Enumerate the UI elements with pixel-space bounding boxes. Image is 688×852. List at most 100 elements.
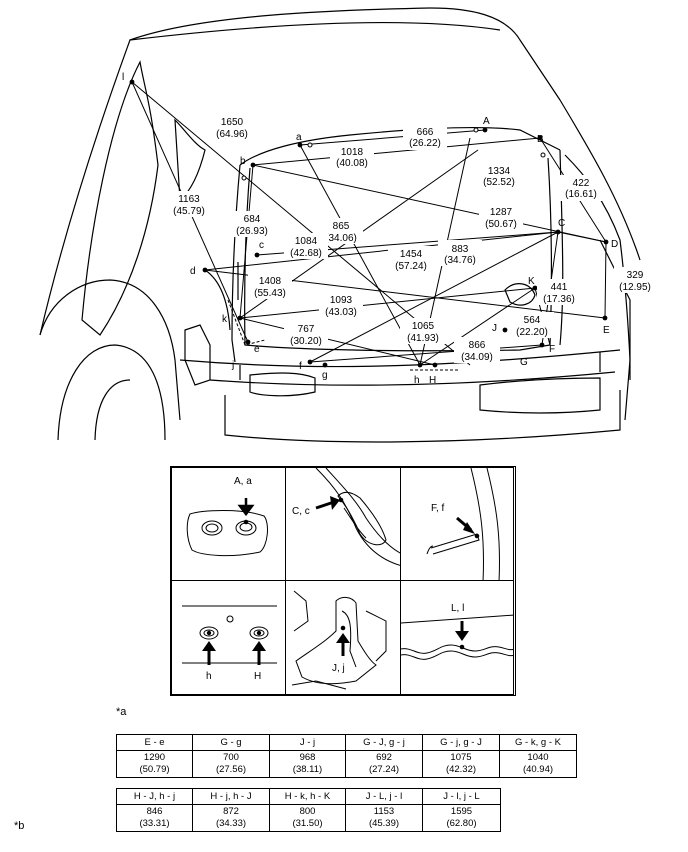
svg-text:1163: 1163 — [178, 194, 200, 205]
svg-text:(34.09): (34.09) — [461, 352, 493, 363]
hole-markers — [241, 127, 546, 181]
dimension-label: 441(17.36) — [537, 279, 581, 305]
dimension-table-1: E - e G - g J - j G - J, g - j G - j, g … — [116, 734, 577, 778]
label-F: F — [549, 344, 555, 355]
detail-panel-h: h H — [171, 580, 286, 695]
detail-panel-f: F, f — [400, 467, 514, 581]
dimension-label: 666(26.22) — [403, 124, 447, 150]
dimension-label: 564(22.20) — [510, 312, 554, 338]
table-header-row: E - e G - g J - j G - J, g - j G - j, g … — [116, 734, 577, 751]
label-J: J — [492, 323, 497, 334]
vehicle-body-outline — [39, 7, 641, 443]
label-e: e — [254, 344, 260, 355]
svg-text:(12.95): (12.95) — [619, 282, 651, 293]
label-B: B — [537, 134, 544, 145]
table-header-row: H - J, h - j H - j, h - J H - k, h - K J… — [116, 788, 501, 805]
figure-tag-b: *b — [14, 820, 25, 832]
svg-text:(64.96): (64.96) — [216, 129, 248, 140]
table-value-cell: 1595(62.80) — [422, 804, 501, 832]
dimension-label: 1084(42.68) — [284, 233, 328, 259]
table-value-row: 1290(50.79) 700(27.56) 968(38.11) 692(27… — [116, 750, 577, 778]
table-header-cell: G - J, g - j — [345, 734, 423, 751]
label-E: E — [603, 325, 610, 336]
label-G: G — [520, 357, 528, 368]
panel-label-h: h — [206, 671, 212, 682]
label-l: l — [122, 72, 124, 83]
label-g: g — [322, 370, 328, 381]
clip-hole-illustration — [186, 498, 268, 557]
svg-text:(55.43): (55.43) — [254, 288, 286, 299]
svg-text:(26.22): (26.22) — [409, 138, 441, 149]
dimension-label: 767(30.20) — [284, 321, 328, 347]
label-d: d — [190, 266, 196, 277]
table-value-cell: 1153(45.39) — [345, 804, 423, 832]
svg-text:(57.24): (57.24) — [395, 261, 427, 272]
pillar-corner-illustration — [315, 468, 400, 566]
table-header-cell: E - e — [116, 734, 193, 751]
svg-text:1287: 1287 — [490, 207, 513, 218]
label-c: c — [259, 240, 264, 251]
table-header-cell: G - j, g - J — [422, 734, 500, 751]
svg-text:564: 564 — [524, 315, 541, 326]
svg-text:(42.68): (42.68) — [290, 248, 322, 259]
dimension-label: 1650(64.96) — [211, 113, 253, 141]
table-value-cell: 1040(40.94) — [499, 750, 577, 778]
panel-label-H: H — [254, 671, 262, 682]
dimension-label: 1287(50.67) — [479, 204, 523, 230]
point-labels: A B C D E F G H J K a b c d e f g h j k … — [122, 72, 618, 386]
svg-text:1454: 1454 — [400, 249, 423, 260]
label-j: j — [231, 360, 234, 371]
table-value-cell: 968(38.11) — [269, 750, 346, 778]
svg-text:684: 684 — [244, 214, 261, 225]
table-header-cell: J - L, j - l — [345, 788, 423, 805]
dimension-label: 422(16.61) — [560, 175, 602, 201]
dimension-label: 1163(45.79) — [168, 191, 210, 217]
svg-text:(41.93): (41.93) — [407, 333, 439, 344]
dimension-labels: 1650(64.96) 666(26.22) 1018(40.08) 1334(… — [168, 113, 656, 363]
table-value-cell: 1075(42.32) — [422, 750, 500, 778]
label-f: f — [299, 361, 302, 372]
detail-views: A, a C, c F, f — [170, 466, 516, 696]
table-value-cell: 1290(50.79) — [116, 750, 193, 778]
table-header-cell: H - j, h - J — [192, 788, 270, 805]
svg-text:866: 866 — [469, 340, 486, 351]
panel-label: F, f — [431, 503, 445, 514]
table-header-cell: J - j — [269, 734, 346, 751]
table-header-cell: G - k, g - K — [499, 734, 577, 751]
svg-text:865: 865 — [333, 221, 350, 232]
hidden-lines — [227, 299, 460, 371]
detail-panel-l: L, l — [400, 580, 514, 695]
svg-text:1650: 1650 — [221, 117, 244, 128]
svg-text:(30.20): (30.20) — [290, 336, 322, 347]
panel-label: C, c — [292, 506, 310, 517]
dimension-label: 1454(57.24) — [388, 246, 434, 272]
label-C: C — [558, 218, 565, 229]
dimension-label: 1065(41.93) — [400, 318, 446, 344]
table-value-row: 846(33.31) 872(34.33) 800(31.50) 1153(45… — [116, 804, 501, 832]
svg-text:1065: 1065 — [412, 321, 435, 332]
svg-text:1408: 1408 — [259, 276, 282, 287]
svg-text:(40.08): (40.08) — [336, 158, 368, 169]
bracket-illustration — [291, 590, 387, 690]
svg-text:883: 883 — [452, 244, 469, 255]
dimension-label: 329(12.95) — [614, 267, 656, 293]
vehicle-rear-body-diagram: A B C D E F G H J K a b c d e f g h j k … — [39, 7, 656, 443]
svg-text:(16.61): (16.61) — [565, 189, 597, 200]
table-header-cell: J - l, j - L — [422, 788, 501, 805]
svg-text:1334: 1334 — [488, 166, 511, 177]
dimension-label: 1093(43.03) — [319, 292, 363, 318]
floor-holes-illustration — [182, 605, 277, 665]
panel-label: J, j — [332, 663, 345, 674]
dimension-label: 883(34.76) — [438, 240, 482, 266]
svg-text:(43.03): (43.03) — [325, 307, 357, 318]
label-K: K — [528, 276, 535, 287]
table-value-cell: 800(31.50) — [269, 804, 346, 832]
detail-panel-j: J, j — [285, 580, 401, 695]
detail-panel-a: A, a — [171, 467, 286, 581]
dimension-table-2: H - J, h - j H - j, h - J H - k, h - K J… — [116, 788, 501, 832]
svg-text:(34.06): (34.06) — [325, 233, 357, 244]
svg-text:(22.20): (22.20) — [516, 327, 548, 338]
svg-text:(34.76): (34.76) — [444, 255, 476, 266]
dimension-label: 1334(52.52) — [476, 163, 522, 189]
svg-text:(26.93): (26.93) — [236, 226, 268, 237]
